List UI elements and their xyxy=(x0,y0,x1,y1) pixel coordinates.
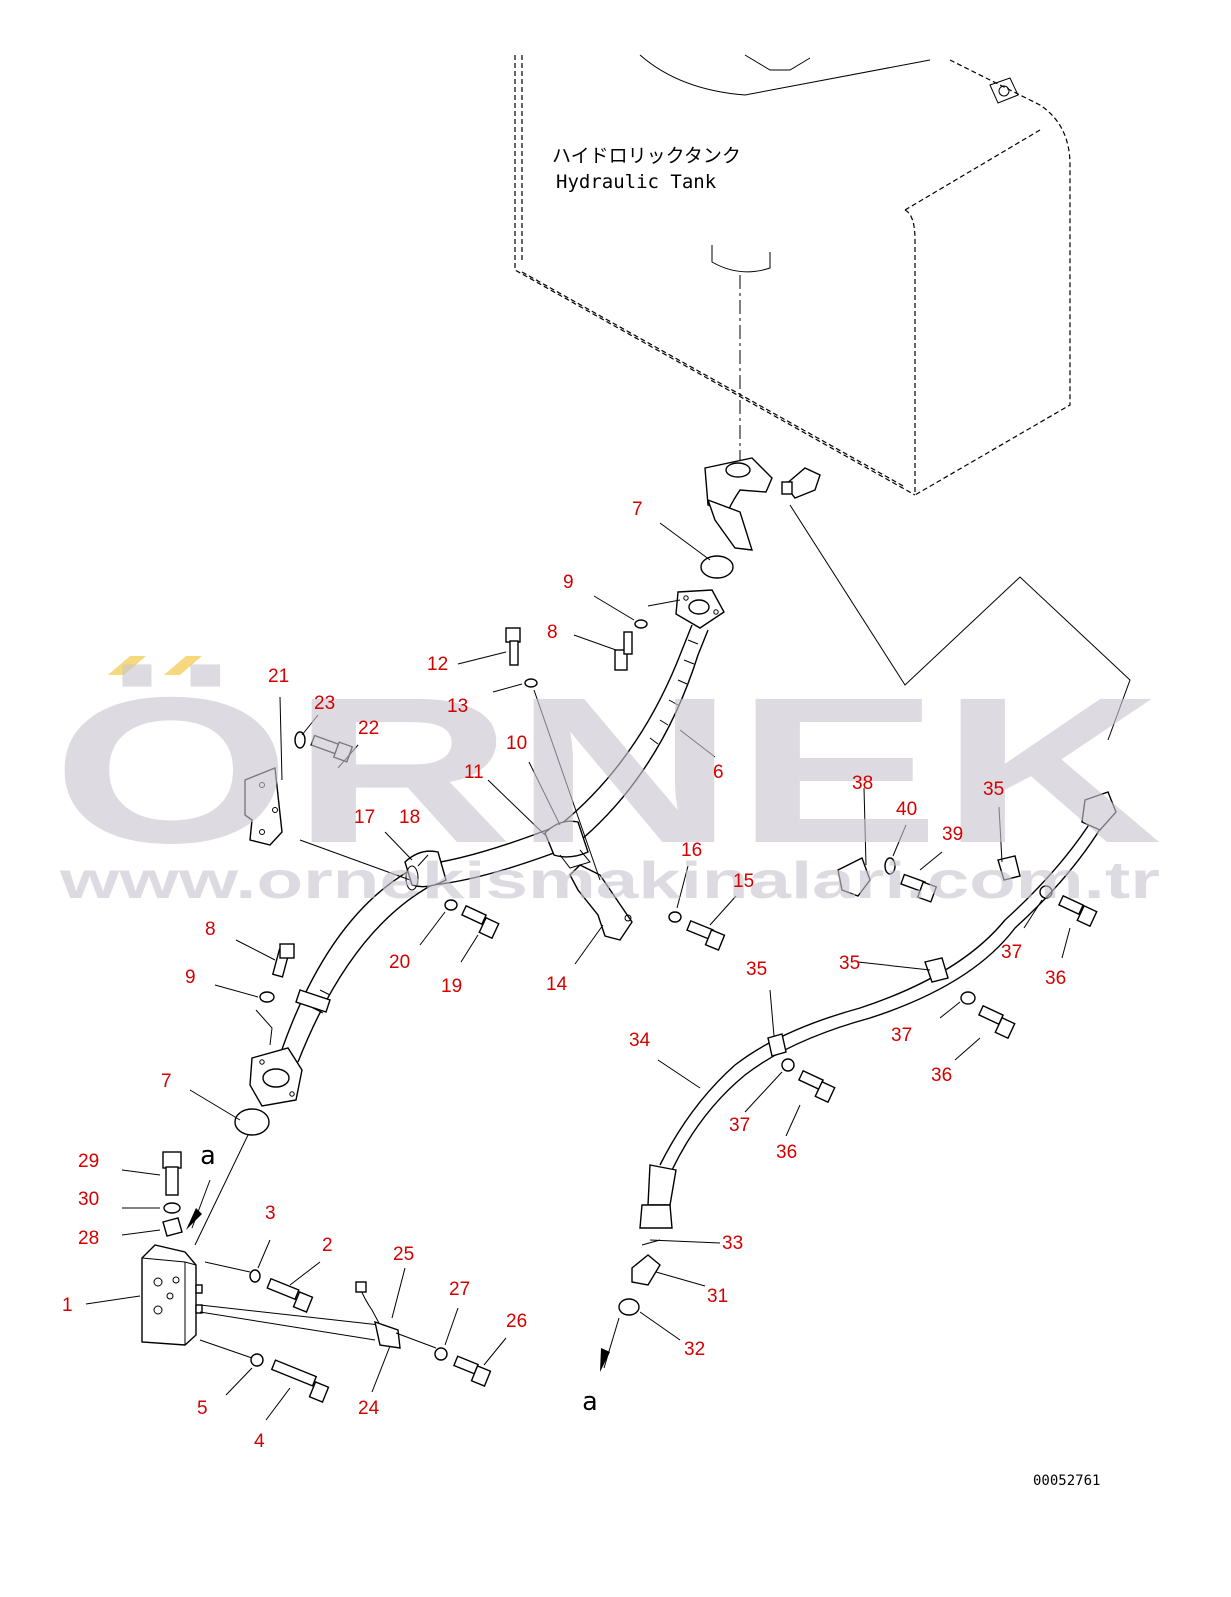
callout-27: 27 xyxy=(449,1279,470,1300)
callout-28: 28 xyxy=(78,1228,99,1249)
callout-4: 4 xyxy=(254,1431,265,1452)
callout-8-left: 8 xyxy=(205,919,216,940)
callout-14: 14 xyxy=(546,974,568,995)
bolts-and-washers xyxy=(162,555,1098,1403)
callout-33: 33 xyxy=(722,1233,743,1254)
callout-36-top: 36 xyxy=(1045,968,1066,989)
clamp-17-18 xyxy=(404,850,447,891)
callout-19: 19 xyxy=(441,976,462,997)
drawing-number: 00052761 xyxy=(1033,1473,1100,1489)
callout-9-left: 9 xyxy=(185,967,196,988)
callout-13: 13 xyxy=(447,696,468,717)
bracket-38 xyxy=(837,857,871,897)
callout-30: 30 xyxy=(78,1189,99,1210)
callout-15: 15 xyxy=(733,871,754,892)
callout-12: 12 xyxy=(427,654,448,675)
callout-35-mid: 35 xyxy=(839,953,860,974)
callout-6: 6 xyxy=(713,762,724,783)
callout-37-top: 37 xyxy=(1001,942,1022,963)
callout-22: 22 xyxy=(358,718,379,739)
callout-9: 9 xyxy=(563,572,574,593)
ornek-watermark: ÖRNEK www.ornekismakinalari.com.tr xyxy=(52,655,1162,910)
callout-38: 38 xyxy=(852,773,873,794)
watermark-brand: ÖRNEK xyxy=(52,655,1162,887)
callout-34: 34 xyxy=(629,1030,651,1051)
callout-20: 20 xyxy=(389,952,410,973)
watermark-url: www.ornekismakinalari.com.tr xyxy=(59,852,1160,910)
callout-26: 26 xyxy=(506,1311,527,1332)
callout-1: 1 xyxy=(62,1295,73,1316)
callout-31: 31 xyxy=(707,1286,728,1307)
callout-10: 10 xyxy=(506,733,527,754)
callout-8: 8 xyxy=(547,622,558,643)
callout-29: 29 xyxy=(78,1151,99,1172)
callout-35-top: 35 xyxy=(983,779,1004,800)
callout-37-mid: 37 xyxy=(891,1025,912,1046)
callout-5: 5 xyxy=(197,1398,208,1419)
callout-11: 11 xyxy=(464,762,484,783)
callout-36-low: 36 xyxy=(776,1142,797,1163)
callout-18: 18 xyxy=(399,807,420,828)
callout-32: 32 xyxy=(684,1339,705,1360)
callout-16: 16 xyxy=(681,840,702,861)
suction-hose xyxy=(249,589,725,1107)
callout-25: 25 xyxy=(393,1244,414,1265)
callout-36-mid: 36 xyxy=(931,1065,952,1086)
leader-sensor-to-hose xyxy=(789,504,1131,741)
view-arrow-a-bottom xyxy=(600,1317,620,1372)
callout-7-left: 7 xyxy=(161,1071,172,1092)
drain-hose xyxy=(618,791,1117,1316)
clamp-10-11 xyxy=(544,820,591,869)
callout-21: 21 xyxy=(268,666,289,687)
callout-40: 40 xyxy=(896,799,917,820)
callout-23: 23 xyxy=(314,693,335,714)
view-mark-a-bottom: a xyxy=(582,1387,598,1417)
bracket-21 xyxy=(244,767,283,846)
hydraulic-tank: ハイドロリックタンク Hydraulic Tank xyxy=(514,54,1071,496)
view-mark-a-top: a xyxy=(200,1141,216,1171)
callout-labels: 7 9 8 12 13 6 10 11 21 23 22 18 17 16 15… xyxy=(62,499,1066,1452)
sensor-fitting xyxy=(781,467,821,499)
leader-lines xyxy=(85,522,1071,1421)
tank-label-japanese: ハイドロリックタンク xyxy=(552,145,741,167)
callout-3: 3 xyxy=(265,1203,276,1224)
valve-block xyxy=(141,1244,401,1349)
callout-2: 2 xyxy=(322,1235,333,1256)
tank-label-english: Hydraulic Tank xyxy=(556,171,717,193)
callout-35-low: 35 xyxy=(746,959,767,980)
callout-37-low: 37 xyxy=(729,1115,750,1136)
callout-39: 39 xyxy=(942,824,963,845)
callout-17: 17 xyxy=(354,807,375,828)
view-arrow-a-top xyxy=(186,1179,211,1230)
tank-outlet-fitting xyxy=(704,457,773,551)
callout-7: 7 xyxy=(632,499,643,520)
callout-24: 24 xyxy=(358,1398,380,1419)
bracket-14 xyxy=(569,864,633,941)
